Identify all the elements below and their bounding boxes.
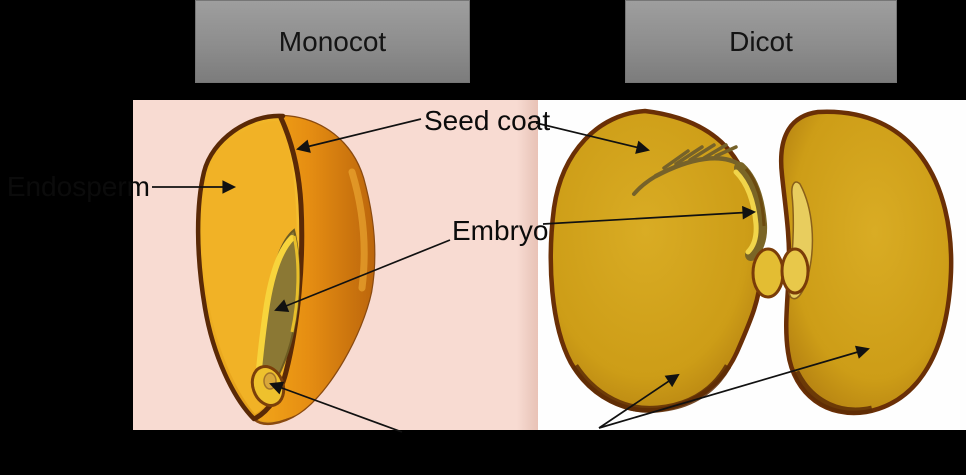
- dicot-panel: [538, 100, 966, 430]
- embryo-label: Embryo: [452, 215, 549, 246]
- seed-coat-label: Seed coat: [424, 105, 551, 136]
- monocot-header-label: Monocot: [278, 25, 387, 57]
- monocot-panel: [133, 100, 538, 430]
- monocot-header-box: Monocot: [195, 0, 470, 83]
- dicot-header-label: Dicot: [729, 25, 793, 57]
- dicot-header-box: Dicot: [625, 0, 897, 83]
- endosperm-label: Endosperm: [6, 171, 150, 202]
